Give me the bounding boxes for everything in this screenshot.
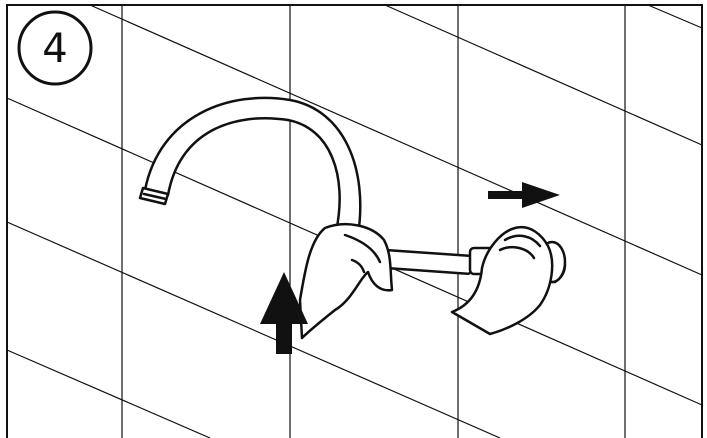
arrow-up-icon bbox=[260, 272, 308, 354]
step-badge: 4 bbox=[17, 10, 93, 86]
wall-tile-grid bbox=[6, 4, 703, 438]
arrow-right-icon bbox=[488, 182, 560, 208]
step-number: 4 bbox=[42, 26, 67, 72]
right-hand-icon bbox=[450, 225, 554, 336]
left-hand-icon bbox=[298, 222, 394, 340]
